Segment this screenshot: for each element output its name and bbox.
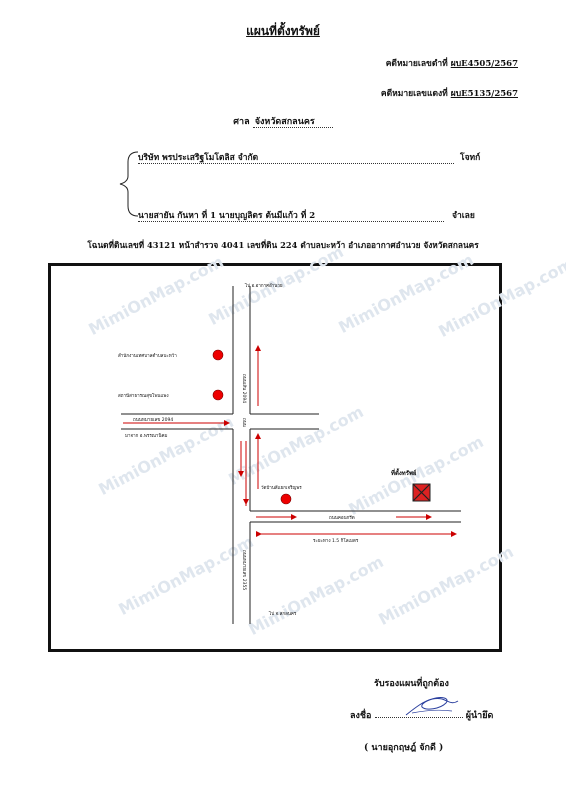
- land-deed-line: โฉนดที่ดินเลขที่ 43121 หน้าสำรวจ 4041 เล…: [87, 240, 479, 250]
- label-to-sakon: ไป จ.สกลนคร: [269, 612, 297, 617]
- court-line: ศาล จังหวัดสกลนคร: [0, 114, 566, 128]
- plaintiff-name: บริษัท พรประเสริฐโมโตลิส จำกัด: [138, 150, 454, 164]
- signature-line: [374, 709, 463, 718]
- location-map: MimiOnMap.com MimiOnMap.com MimiOnMap.co…: [48, 242, 566, 652]
- label-vertical-road-top: ถนนเส้น 2094: [241, 374, 246, 404]
- certify-text: รับรองแผนที่ถูกต้อง: [374, 679, 449, 689]
- handwritten-signature: [405, 697, 459, 716]
- label-to-akat: ไป อ.อากาศอำนวย: [245, 284, 283, 289]
- label-vertical-road-mid: ถนน: [241, 418, 246, 427]
- court-name: จังหวัดสกลนคร: [252, 117, 333, 128]
- black-case-number: คดีหมายเลขดำที่ ผบE4505/2567: [386, 56, 518, 70]
- label-from-phanna: มาจาก อ.พรรณานิคม: [125, 434, 168, 439]
- red-case-label: คดีหมายเลขแดงที่: [380, 89, 448, 99]
- label-temple: วัดบ้านสีแยกเจริญพร: [261, 486, 302, 491]
- red-case-value: ผบE5135/2567: [450, 89, 518, 99]
- label-road-2094: ถนนหมายเลข 2094: [133, 418, 174, 423]
- signer-name: ( นายอุกฤษฎ์ จักดี ): [364, 743, 444, 753]
- sign-label: ลงชื่อ: [350, 711, 372, 721]
- office-marker: [212, 349, 224, 361]
- defendant-names: นายสายัน กันหา ที่ 1 นายบุญลิตร ต้นมีแก้…: [138, 208, 444, 222]
- red-case-number: คดีหมายเลขแดงที่ ผบE5135/2567: [381, 86, 518, 100]
- seizer-role: ผู้นำยึด: [465, 711, 494, 721]
- signature-row: ลงชื่อ ผู้นำยึด: [350, 708, 493, 722]
- document-title: แผนที่ตั้งทรัพย์: [246, 24, 320, 38]
- black-case-label: คดีหมายเลขดำที่: [385, 59, 448, 69]
- label-distance: ระยะทาง 1.5 กิโลเมตร: [313, 539, 359, 544]
- label-concrete-road: ถนนคอนกรีต: [329, 516, 355, 521]
- label-health-station: สถานีสาธารณสุขโพนแพง: [118, 394, 169, 399]
- map-lines: [121, 286, 461, 624]
- party-brace: [119, 151, 139, 217]
- plaintiff-role: โจทก์: [460, 153, 481, 163]
- temple-marker: [280, 493, 292, 505]
- health-station-marker: [212, 389, 224, 401]
- defendant-role: จำเลย: [452, 211, 475, 221]
- label-office: สำนักงานเทศบาลตำบลบะหว้า: [118, 354, 177, 359]
- label-property: ที่ตั้งทรัพย์: [391, 470, 417, 477]
- black-case-value: ผบE4505/2567: [450, 59, 518, 69]
- court-label: ศาล: [233, 117, 250, 127]
- label-vertical-road-bottom: ถนนหมายเลข 2355: [241, 550, 246, 591]
